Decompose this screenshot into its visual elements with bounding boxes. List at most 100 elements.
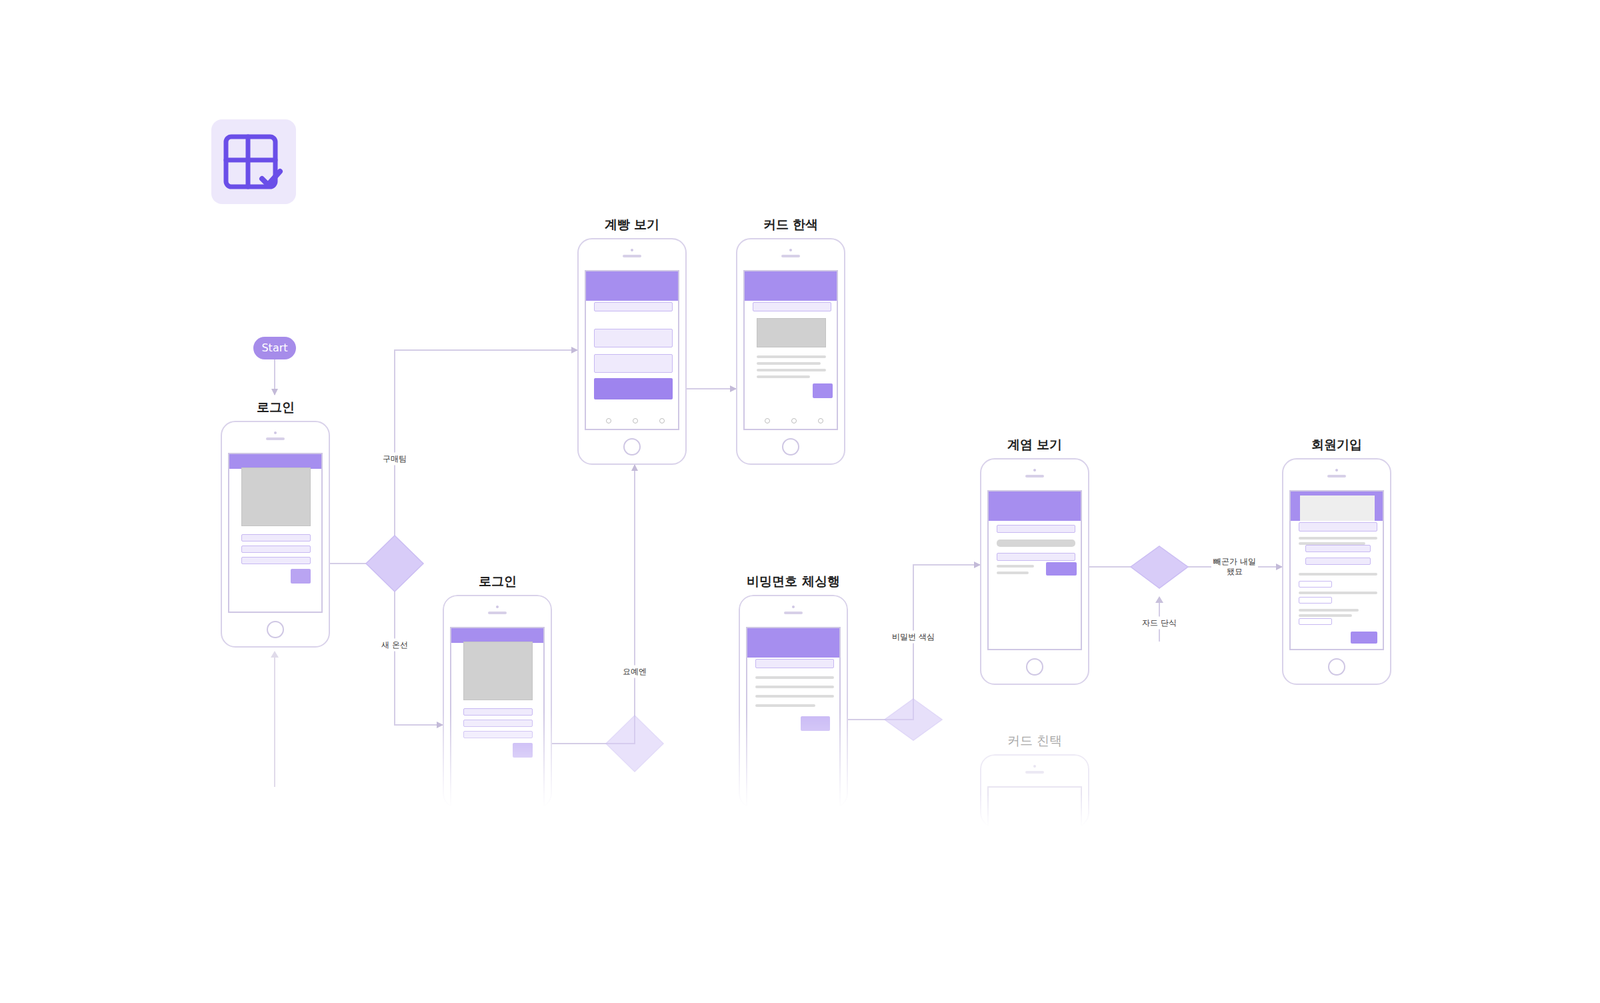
phone-screen	[228, 452, 323, 613]
screen-block	[241, 545, 311, 553]
screen-block	[818, 418, 824, 424]
start-pill: Start	[253, 336, 296, 360]
screen-block	[488, 611, 507, 614]
edge-label: 새 온선	[379, 638, 410, 652]
screen-block	[1327, 474, 1346, 478]
screen-block	[1298, 614, 1352, 617]
screen-block	[812, 383, 833, 398]
screen-block	[755, 704, 816, 707]
screen-node: 커드 한색	[736, 212, 846, 465]
screen-block	[764, 418, 770, 424]
screen-block	[463, 641, 533, 700]
screen-block	[1335, 468, 1338, 472]
screen-block	[789, 248, 792, 252]
phone-frame	[442, 594, 552, 808]
screen-block	[451, 628, 545, 643]
screen-block	[755, 694, 834, 698]
screen-block	[586, 271, 680, 301]
inflow-line	[274, 654, 276, 787]
screen-block	[1350, 631, 1378, 644]
edge-label: 빼곤가 내일 됐묘	[1211, 555, 1258, 578]
screen-block	[1026, 658, 1044, 676]
screen-node: 회원기입	[1282, 432, 1392, 685]
screen-block	[784, 611, 803, 614]
phone-frame	[980, 754, 1090, 828]
screen-block	[1298, 572, 1378, 576]
screen-block	[1300, 495, 1375, 521]
screen-block	[606, 418, 612, 424]
screen-block	[266, 437, 285, 440]
phone-screen	[987, 490, 1082, 650]
screen-block	[659, 418, 665, 424]
screen-block	[792, 605, 795, 608]
screen-block	[1046, 562, 1077, 576]
screen-block	[1305, 557, 1371, 565]
flow-connector	[686, 388, 736, 390]
screen-block	[1305, 544, 1371, 552]
screen-block	[747, 628, 841, 658]
flow-connector	[330, 350, 578, 564]
screen-block	[274, 431, 277, 434]
screen-block	[1298, 580, 1332, 588]
phone-frame	[738, 594, 848, 808]
edge-label: 비밀번 색심	[890, 630, 937, 644]
screen-block	[594, 378, 673, 400]
screen-block	[781, 254, 800, 258]
screen-block	[1328, 658, 1346, 676]
screen-block	[755, 685, 834, 688]
screen-node: 로그인	[220, 394, 330, 648]
screen-block	[622, 254, 642, 258]
screen-block	[988, 491, 1082, 521]
screen-block	[752, 302, 832, 312]
screen-node: 계빵 보기	[577, 212, 687, 465]
phone-frame	[1282, 458, 1392, 685]
flow-connector	[330, 563, 443, 725]
screen-block	[800, 716, 830, 731]
start-text: Start	[261, 341, 288, 354]
screen-block	[463, 708, 533, 716]
screen-block	[756, 318, 826, 348]
screen-block	[1025, 474, 1044, 478]
screen-block	[1033, 764, 1036, 768]
screen-block	[756, 368, 826, 372]
flow-connector	[848, 564, 980, 720]
phone-frame	[980, 458, 1090, 685]
phone-screen	[584, 270, 680, 430]
screen-block	[496, 605, 499, 608]
screen-block	[241, 534, 311, 542]
screen-title: 비밍면호 체싱행	[738, 568, 848, 595]
screen-block	[1033, 468, 1036, 472]
screen-block	[266, 620, 284, 638]
screen-block	[996, 564, 1034, 568]
screen-block	[755, 658, 834, 668]
screen-block	[996, 524, 1076, 533]
screen-block	[632, 418, 638, 424]
screen-block	[594, 354, 673, 373]
screen-block	[290, 568, 311, 584]
screen-block	[241, 467, 311, 526]
screen-block	[1025, 770, 1044, 774]
screen-block	[229, 454, 323, 469]
flow-note: 자드 단식	[1140, 616, 1179, 630]
screen-title: 계염 보기	[980, 432, 1090, 458]
flow-connector	[552, 464, 635, 744]
side-arrow-head	[1155, 596, 1164, 603]
app-icon-glyph	[226, 136, 280, 187]
screen-node: 커드 친택	[980, 728, 1090, 828]
screen-block	[756, 375, 810, 378]
screen-block	[1298, 522, 1378, 532]
screen-block	[996, 571, 1029, 574]
screen-block	[241, 556, 311, 564]
phone-screen	[743, 270, 838, 430]
phone-frame	[220, 420, 330, 648]
screen-block	[755, 676, 834, 679]
screen-title: 로그인	[442, 568, 552, 595]
edge-label: 요예엔	[620, 665, 649, 678]
phone-frame	[736, 238, 846, 465]
screen-block	[594, 302, 673, 312]
app-icon	[211, 119, 296, 204]
screen-node: 계염 보기	[980, 432, 1090, 685]
screen-block	[630, 248, 634, 252]
phone-screen	[746, 626, 841, 810]
screen-block	[1298, 596, 1332, 604]
